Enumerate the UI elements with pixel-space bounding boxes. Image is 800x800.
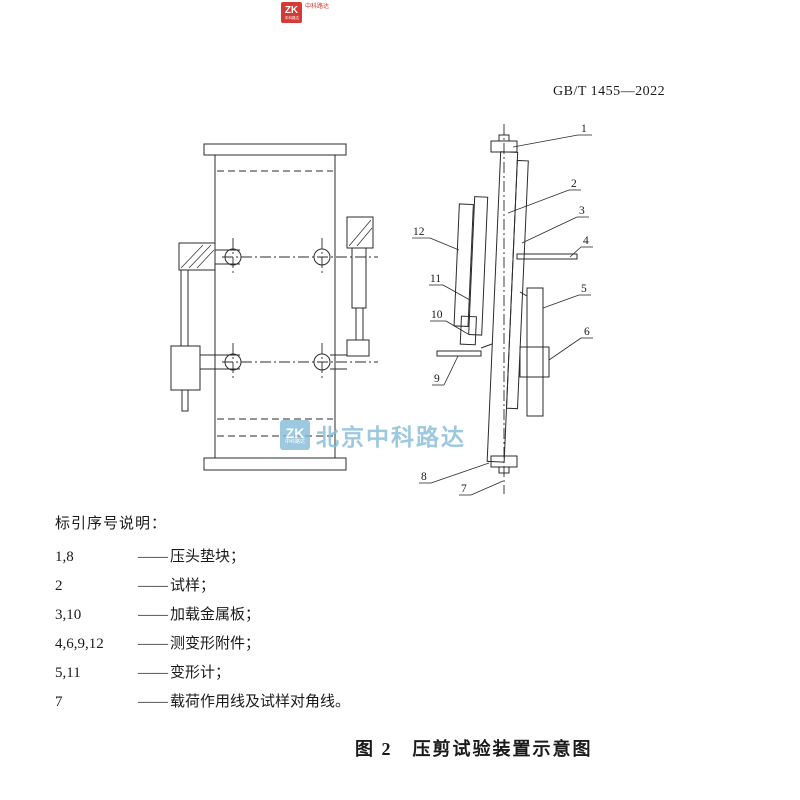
legend-id: 1,8 bbox=[55, 549, 74, 565]
specimen-body bbox=[214, 154, 336, 459]
legend-id: 4,6,9,12 bbox=[55, 636, 104, 652]
legend-row: 4,6,9,12 ——测变形附件； bbox=[55, 630, 350, 659]
callout-3: 3 bbox=[579, 205, 585, 217]
top-flange bbox=[203, 143, 347, 156]
deformation-gauge bbox=[526, 287, 544, 417]
callout-leaders bbox=[412, 134, 593, 496]
legend-row: 3,10 ——加载金属板； bbox=[55, 601, 350, 630]
gauge-attachment bbox=[519, 346, 550, 378]
callout-8: 8 bbox=[421, 471, 427, 483]
legend-dash: —— bbox=[138, 578, 168, 594]
legend-row: 7 ——载荷作用线及试样对角线。 bbox=[55, 688, 350, 717]
legend-id: 5,11 bbox=[55, 665, 81, 681]
side-view-drawing bbox=[436, 124, 578, 494]
callout-labels: 1 2 3 4 5 6 7 8 9 10 11 12 bbox=[413, 123, 590, 495]
callout-5: 5 bbox=[581, 283, 587, 295]
front-view-drawing bbox=[170, 143, 378, 471]
legend-row: 2 ——试样； bbox=[55, 572, 350, 601]
legend-desc: 测变形附件； bbox=[170, 636, 261, 652]
bolt bbox=[224, 353, 242, 371]
watermark-text: 北京中科路达 bbox=[316, 424, 466, 450]
watermark-logo-text: ZK bbox=[285, 424, 305, 441]
legend-id: 7 bbox=[55, 694, 63, 710]
callout-1: 1 bbox=[581, 123, 587, 135]
legend-row: 5,11 ——变形计； bbox=[55, 659, 350, 688]
legend-dash: —— bbox=[138, 549, 168, 565]
legend-dash: —— bbox=[138, 665, 168, 681]
specimen-side bbox=[486, 151, 519, 463]
bolt bbox=[224, 248, 242, 266]
bolt bbox=[313, 353, 331, 371]
legend-desc: 变形计； bbox=[170, 665, 231, 681]
legend-id: 3,10 bbox=[55, 607, 82, 623]
callout-9: 9 bbox=[434, 373, 440, 385]
attachment-bar-right bbox=[516, 253, 578, 260]
watermark: ZK 中科路达 北京中科路达 bbox=[280, 418, 466, 452]
right-lower-piece bbox=[346, 339, 370, 357]
left-rod bbox=[180, 269, 189, 347]
callout-10: 10 bbox=[431, 309, 443, 321]
legend-desc: 载荷作用线及试样对角线。 bbox=[170, 694, 351, 710]
left-upper-bracket bbox=[178, 242, 216, 271]
legend: 标引序号说明： 1,8——压头垫块； 2——试样； 3,10——加载金属板； 4… bbox=[55, 512, 350, 717]
stamp-side-text: 中科路达 bbox=[305, 4, 330, 10]
legend-row: 1,8 ——压头垫块； bbox=[55, 543, 350, 572]
legend-dash: —— bbox=[138, 607, 168, 623]
callout-2: 2 bbox=[571, 178, 577, 190]
zk-logo-stamp: ZK 中科路达 bbox=[281, 2, 302, 23]
callout-7: 7 bbox=[461, 483, 467, 495]
watermark-logo-subtext: 中科路达 bbox=[284, 439, 305, 445]
callout-12: 12 bbox=[413, 226, 425, 238]
legend-desc: 加载金属板； bbox=[170, 607, 261, 623]
stamp-logo-subtext: 中科路达 bbox=[284, 14, 299, 20]
bottom-flange bbox=[203, 457, 347, 471]
left-block bbox=[170, 345, 201, 391]
attachment-bar-left bbox=[436, 350, 482, 357]
loading-plate-right bbox=[505, 159, 529, 410]
stamp-logo-text: ZK bbox=[284, 4, 299, 16]
company-stamp: ZK 中科路达 中科路达 bbox=[281, 2, 329, 23]
callout-4: 4 bbox=[583, 235, 589, 247]
legend-dash: —— bbox=[138, 636, 168, 652]
legend-title: 标引序号说明： bbox=[55, 516, 168, 532]
watermark-logo: ZK 中科路达 bbox=[280, 420, 310, 450]
legend-desc: 压头垫块； bbox=[170, 549, 246, 565]
left-inner-plate bbox=[468, 196, 489, 336]
figure-caption: 图 2 压剪试验装置示意图 bbox=[355, 739, 593, 759]
bolt bbox=[313, 248, 331, 266]
legend-dash: —— bbox=[138, 694, 168, 710]
left-outer-plate bbox=[453, 203, 474, 327]
callout-11: 11 bbox=[430, 273, 441, 285]
legend-desc: 试样； bbox=[170, 578, 216, 594]
standard-number: GB/T 1455—2022 bbox=[553, 84, 666, 99]
legend-id: 2 bbox=[55, 578, 63, 594]
callout-6: 6 bbox=[584, 326, 590, 338]
